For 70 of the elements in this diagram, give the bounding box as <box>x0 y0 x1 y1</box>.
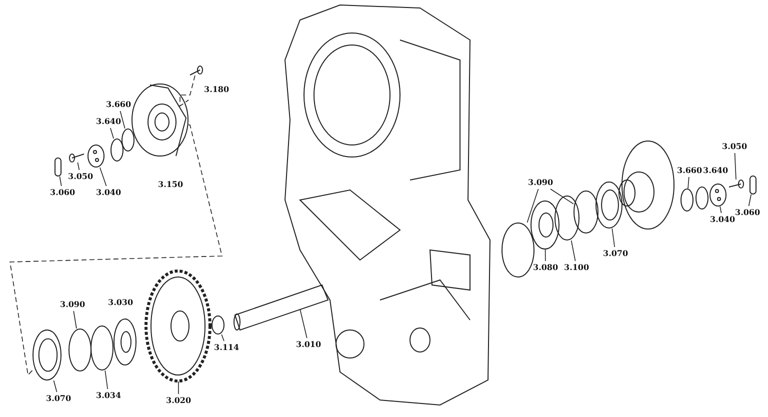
snap-ring-drawing <box>502 222 534 278</box>
assembly-line <box>180 75 196 107</box>
leader-line <box>120 110 126 129</box>
leader-line <box>688 176 690 189</box>
leader-line <box>178 381 179 394</box>
leader-line <box>104 370 108 390</box>
part-number: 3.640 <box>96 117 122 126</box>
leader-line <box>734 152 736 180</box>
leader-line <box>53 380 58 392</box>
leader-line <box>73 310 77 329</box>
leader-line <box>612 228 615 248</box>
seal-ring-drawing <box>32 330 62 380</box>
part-number: 3.660 <box>677 166 702 175</box>
part-number: 3.070 <box>603 249 628 258</box>
part-number: 3.060 <box>735 208 760 217</box>
o-ring-drawing <box>680 188 694 212</box>
part-number: 3.660 <box>106 100 132 109</box>
part-number: 3.180 <box>204 85 230 94</box>
o-ring-drawing <box>110 138 124 162</box>
snap-ring-drawing <box>68 328 92 372</box>
part-number: 3.030 <box>108 298 134 307</box>
leader-line <box>570 240 576 262</box>
snap-ring-drawing <box>574 190 598 234</box>
leader-line <box>720 206 722 214</box>
leader-line <box>110 128 114 139</box>
lock-plate-drawing <box>750 176 756 194</box>
shaft-drawing <box>234 284 329 331</box>
part-number: 3.070 <box>46 394 72 403</box>
leader-line <box>100 167 107 186</box>
part-number: 3.040 <box>96 188 122 197</box>
leader-line <box>526 188 539 223</box>
cap-drawing <box>88 144 104 168</box>
o-ring-drawing <box>122 128 134 152</box>
shim-ring-drawing <box>554 196 580 240</box>
part-number: 3.010 <box>296 340 322 349</box>
bolt-drawing <box>190 66 203 76</box>
o-ring-drawing <box>696 186 708 210</box>
gear-drawing <box>144 270 212 382</box>
part-number: 3.114 <box>214 343 240 352</box>
part-number: 3.060 <box>50 188 76 197</box>
lock-plate-drawing <box>54 158 62 176</box>
part-number: 3.050 <box>68 172 94 181</box>
cap-drawing <box>710 184 726 206</box>
part-number: 3.090 <box>528 178 554 187</box>
leader-line <box>550 188 574 204</box>
flange-drawing <box>618 140 674 230</box>
leader-line <box>544 249 546 262</box>
bearing-drawing <box>114 318 136 366</box>
bolt-drawing <box>69 154 84 162</box>
part-number: 3.640 <box>703 166 728 175</box>
bolt-drawing <box>728 180 744 188</box>
flange-drawing <box>132 84 188 156</box>
part-number: 3.090 <box>60 300 86 309</box>
part-number: 3.150 <box>158 180 184 189</box>
part-number: 3.080 <box>533 263 558 272</box>
part-number: 3.050 <box>722 142 748 151</box>
leader-line <box>77 162 80 170</box>
bushing-drawing <box>212 316 224 334</box>
part-number: 3.100 <box>564 263 590 272</box>
leader-line <box>748 194 752 206</box>
bearing-drawing <box>530 200 560 250</box>
assembly-line <box>10 124 222 376</box>
leader-line <box>221 334 224 342</box>
shim-ring-drawing <box>90 326 114 370</box>
part-number: 3.020 <box>166 396 192 405</box>
part-number: 3.034 <box>96 391 122 400</box>
leader-line <box>59 176 62 186</box>
part-number: 3.040 <box>710 215 736 224</box>
seal-ring-drawing <box>596 182 622 228</box>
leader-line <box>300 308 308 338</box>
